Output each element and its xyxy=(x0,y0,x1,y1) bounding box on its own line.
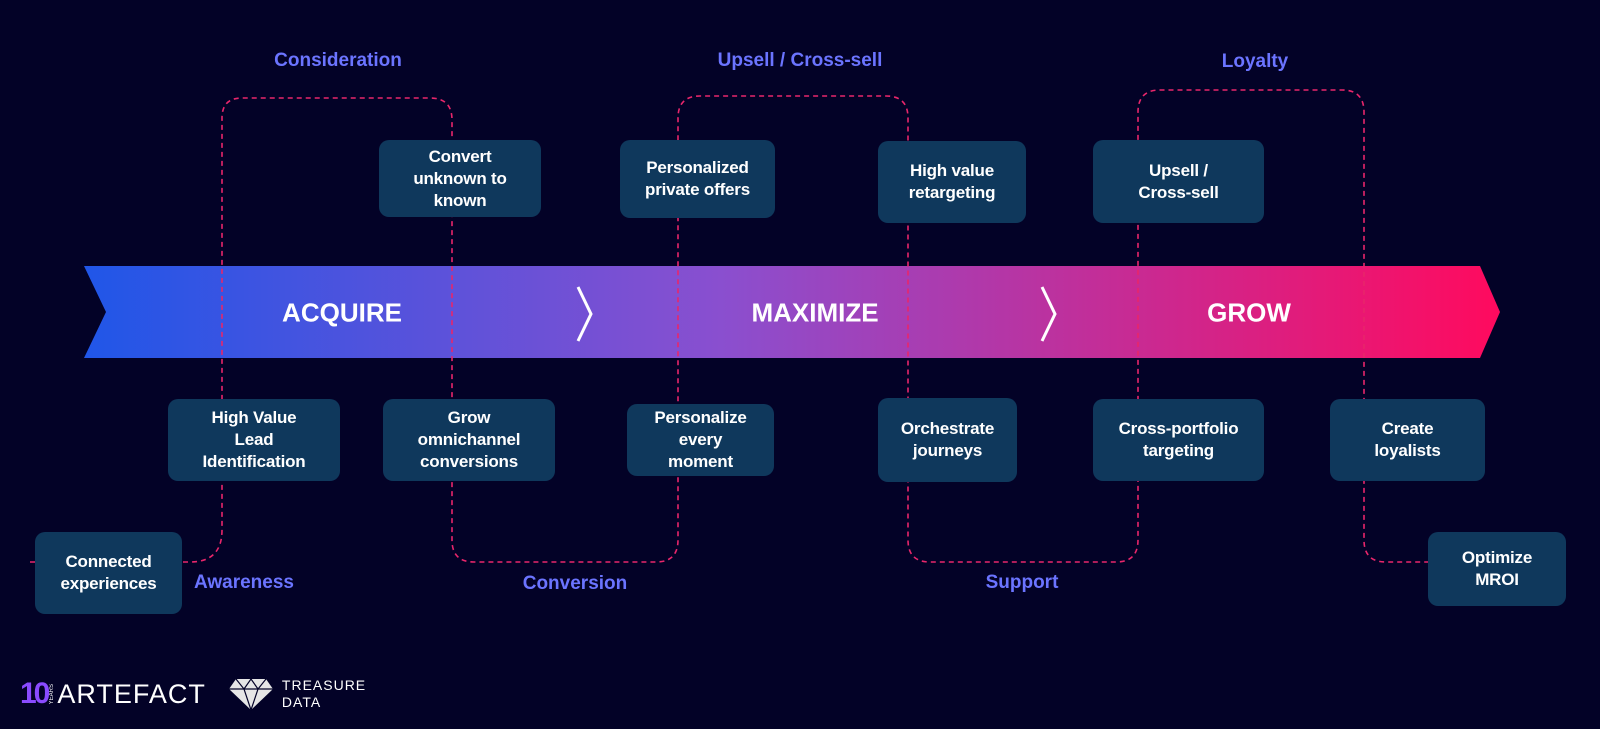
phase-maximize: MAXIMIZE xyxy=(751,297,879,328)
box-personalize-every-moment: Personalize every moment xyxy=(627,404,774,476)
footer-logos: 10 YEARS ARTEFACT TREASURE DATA xyxy=(20,674,366,714)
box-personalized-private-offers: Personalized private offers xyxy=(620,140,775,218)
diamond-icon xyxy=(228,677,273,711)
artefact-ten-mark: 10 xyxy=(20,677,50,710)
box-upsell-cross-sell: Upsell / Cross-sell xyxy=(1093,140,1264,223)
stage-consideration: Consideration xyxy=(274,50,402,71)
phase-acquire: ACQUIRE xyxy=(282,297,402,328)
journey-dashed-path xyxy=(30,89,1440,563)
box-high-value-retargeting: High value retargeting xyxy=(878,141,1026,223)
box-connected-experiences: Connected experiences xyxy=(35,532,182,614)
box-optimize-mroi: Optimize MROI xyxy=(1428,532,1566,606)
box-orchestrate-journeys: Orchestrate journeys xyxy=(878,398,1017,482)
chevron-icon-2 xyxy=(1040,286,1057,342)
box-grow-omnichannel-conversions: Grow omnichannel conversions xyxy=(383,399,555,481)
stage-awareness: Awareness xyxy=(194,572,294,593)
stage-support: Support xyxy=(985,572,1059,593)
phase-grow: GROW xyxy=(1207,297,1291,328)
stage-loyalty: Loyalty xyxy=(1221,51,1289,72)
treasure-data-wordmark: TREASURE DATA xyxy=(281,677,367,710)
artefact-logo: 10 YEARS ARTEFACT xyxy=(20,677,206,711)
box-high-value-lead-identification: High Value Lead Identification xyxy=(168,399,340,481)
box-convert-unknown-to-known: Convert unknown to known xyxy=(379,140,541,217)
chevron-icon-1 xyxy=(576,286,593,342)
stage-upsell-cross-sell: Upsell / Cross-sell xyxy=(717,50,883,71)
journey-arrow-band xyxy=(84,266,1500,358)
box-create-loyalists: Create loyalists xyxy=(1330,399,1485,481)
stage-conversion: Conversion xyxy=(522,573,628,594)
box-cross-portfolio-targeting: Cross-portfolio targeting xyxy=(1093,399,1264,481)
artefact-wordmark: ARTEFACT xyxy=(57,678,206,709)
treasure-data-logo: TREASURE DATA xyxy=(228,677,366,711)
artefact-years-mark: YEARS xyxy=(49,683,56,705)
